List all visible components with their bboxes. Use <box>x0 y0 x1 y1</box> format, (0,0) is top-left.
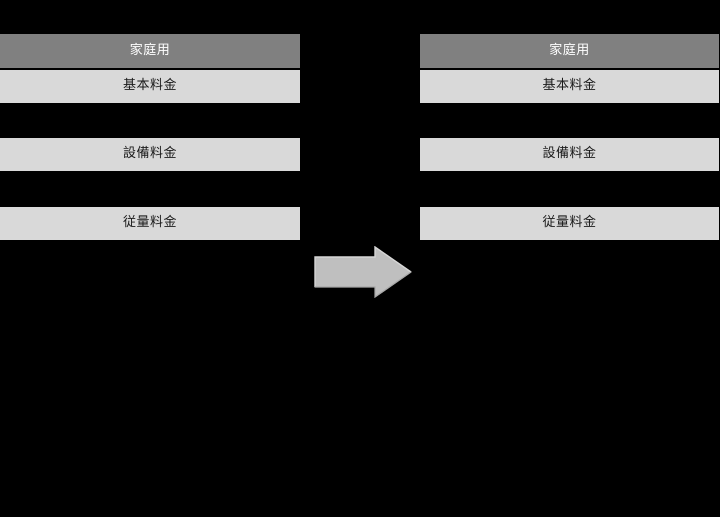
right-column-header-label: 家庭用 <box>549 42 590 58</box>
left-row-metered-charge: 従量料金 <box>0 207 300 240</box>
right-row-metered-charge-label: 従量料金 <box>542 215 597 231</box>
right-row-metered-charge: 従量料金 <box>420 207 719 240</box>
right-row-basic-charge: 基本料金 <box>420 70 719 103</box>
right-arrow-icon <box>313 246 413 298</box>
right-row-basic-charge-label: 基本料金 <box>542 78 597 94</box>
right-row-equipment-charge-label: 設備料金 <box>542 146 597 162</box>
right-column-header: 家庭用 <box>420 34 719 68</box>
left-column-header-label: 家庭用 <box>129 42 171 58</box>
left-row-equipment-charge: 設備料金 <box>0 138 300 171</box>
left-row-basic-charge-label: 基本料金 <box>122 78 177 94</box>
left-row-metered-charge-label: 従量料金 <box>122 215 177 231</box>
left-column-header: 家庭用 <box>0 34 300 68</box>
left-row-basic-charge: 基本料金 <box>0 70 300 103</box>
right-row-equipment-charge: 設備料金 <box>420 138 719 171</box>
column-right-after: 家庭用 基本料金 設備料金 従量料金 <box>420 0 719 517</box>
column-left-before: 家庭用 基本料金 設備料金 従量料金 <box>0 0 300 517</box>
left-row-equipment-charge-label: 設備料金 <box>122 146 177 162</box>
